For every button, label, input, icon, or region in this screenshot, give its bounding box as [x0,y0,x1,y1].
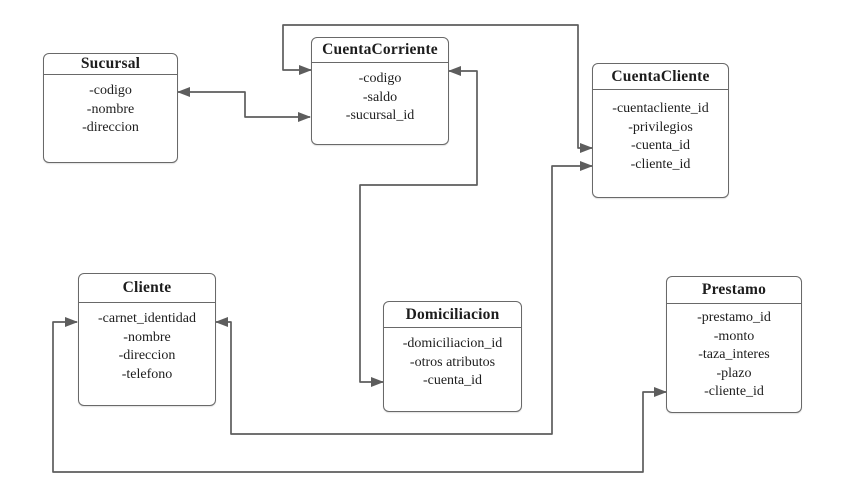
connector-cuentacorriente-cuentacliente [282,24,593,153]
attribute: -taza_interes [698,347,770,363]
entity-title: Cliente [79,274,215,303]
attribute: -direccion [118,348,176,364]
attribute: -carnet_identidad [98,311,196,326]
connector-sucursal-cuentacorriente [177,87,311,122]
attribute: -plazo [716,365,752,381]
attribute: -telefono [121,366,173,382]
entity-cuentacliente[interactable]: CuentaCliente -cuentacliente_id -privile… [592,63,729,198]
attribute: -cliente_id [704,384,764,400]
attribute: -direccion [82,120,139,136]
entity-attributes: -codigo -saldo -sucursal_id [312,63,448,126]
entity-title: Sucursal [44,54,177,75]
entity-title: Prestamo [667,277,801,304]
attribute: -otros atributos [409,354,496,370]
entity-title: CuentaCliente [593,64,728,90]
entity-domiciliacion[interactable]: Domiciliacion -domiciliacion_id -otros a… [383,301,522,412]
attribute: -cliente_id [630,156,691,172]
attribute: -codigo [358,71,402,86]
attribute: -domiciliacion_id [402,336,503,351]
attribute: -nombre [123,329,171,345]
entity-attributes: -prestamo_id -monto -taza_interes -plazo… [667,304,801,402]
attribute: -sucursal_id [345,108,415,124]
entity-cuentacorriente[interactable]: CuentaCorriente -codigo -saldo -sucursal… [311,37,449,145]
attribute: -saldo [362,89,398,105]
entity-title: CuentaCorriente [312,38,448,63]
entity-attributes: -cuentacliente_id -privilegios -cuenta_i… [593,90,728,174]
attribute: -cuenta_id [422,373,483,389]
entity-attributes: -carnet_identidad -nombre -direccion -te… [79,303,215,384]
attribute: -codigo [89,83,132,98]
entity-prestamo[interactable]: Prestamo -prestamo_id -monto -taza_inter… [666,276,802,413]
entity-sucursal[interactable]: Sucursal -codigo -nombre -direccion [43,53,178,163]
entity-attributes: -domiciliacion_id -otros atributos -cuen… [384,328,521,391]
attribute: -cuentacliente_id [612,101,709,116]
connector-cliente-prestamo [52,317,667,473]
attribute: -nombre [86,101,135,117]
attribute: -monto [713,328,755,344]
attribute: -cuenta_id [630,138,691,154]
entity-title: Domiciliacion [384,302,521,328]
entity-cliente[interactable]: Cliente -carnet_identidad -nombre -direc… [78,273,216,406]
attribute: -privilegios [628,119,693,135]
entity-attributes: -codigo -nombre -direccion [44,75,177,138]
attribute: -prestamo_id [697,310,771,325]
